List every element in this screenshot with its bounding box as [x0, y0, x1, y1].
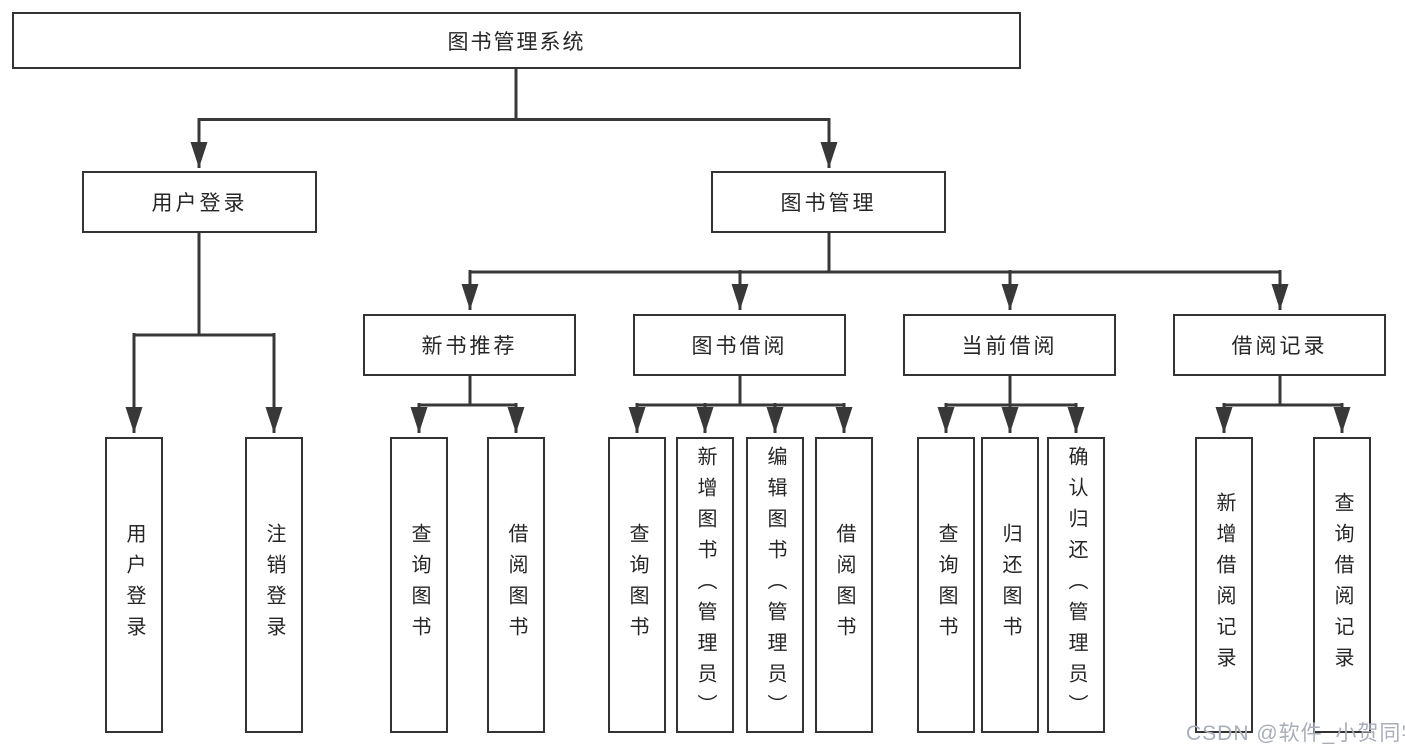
node-label: 图书管理 [780, 192, 877, 215]
node-book-management: 图书管理 [711, 171, 946, 233]
node-borrow-books: 借阅图书 [815, 437, 873, 733]
node-label: 查询借阅记录 [1331, 492, 1353, 678]
node-query-books-current: 查询图书 [917, 437, 975, 733]
node-label: 编辑图书（管理员） [764, 445, 786, 725]
node-query-books-borrowing: 查询图书 [608, 437, 666, 733]
node-label: 图书管理系统 [447, 30, 586, 54]
node-query-borrow-record: 查询借阅记录 [1313, 437, 1371, 733]
node-label: 借阅图书 [505, 523, 527, 647]
node-label: 注销登录 [263, 523, 285, 647]
node-user-login: 用户登录 [82, 171, 317, 233]
node-label: 查询图书 [935, 523, 957, 647]
node-label: 归还图书 [999, 523, 1021, 647]
node-label: 新增图书（管理员） [694, 445, 716, 725]
node-label: 用户登录 [123, 523, 145, 647]
node-borrowing-records: 借阅记录 [1173, 314, 1386, 376]
node-book-borrowing: 图书借阅 [633, 314, 846, 376]
node-label: 借阅记录 [1231, 335, 1328, 358]
node-label: 新增借阅记录 [1213, 492, 1235, 678]
node-logout: 注销登录 [245, 437, 303, 733]
node-label: 新书推荐 [421, 335, 518, 358]
node-label: 借阅图书 [833, 523, 855, 647]
node-user-login-leaf: 用户登录 [105, 437, 163, 733]
node-add-book-admin: 新增图书（管理员） [676, 437, 734, 733]
node-label: 图书借阅 [691, 335, 788, 358]
node-borrow-books-recommend: 借阅图书 [487, 437, 545, 733]
node-confirm-return-admin: 确认归还（管理员） [1047, 437, 1105, 733]
node-library-management-system: 图书管理系统 [12, 12, 1021, 69]
csdn-watermark: CSDN @软件_小贺同学 [1186, 722, 1405, 745]
node-return-book: 归还图书 [981, 437, 1039, 733]
node-label: 查询图书 [626, 523, 648, 647]
node-label: 确认归还（管理员） [1065, 445, 1087, 725]
node-query-books-recommend: 查询图书 [390, 437, 448, 733]
node-new-book-recommendation: 新书推荐 [363, 314, 576, 376]
node-label: 当前借阅 [961, 335, 1058, 358]
node-add-borrow-record: 新增借阅记录 [1195, 437, 1253, 733]
node-label: 用户登录 [151, 192, 248, 215]
node-label: 查询图书 [408, 523, 430, 647]
node-current-borrowing: 当前借阅 [903, 314, 1116, 376]
node-edit-book-admin: 编辑图书（管理员） [746, 437, 804, 733]
